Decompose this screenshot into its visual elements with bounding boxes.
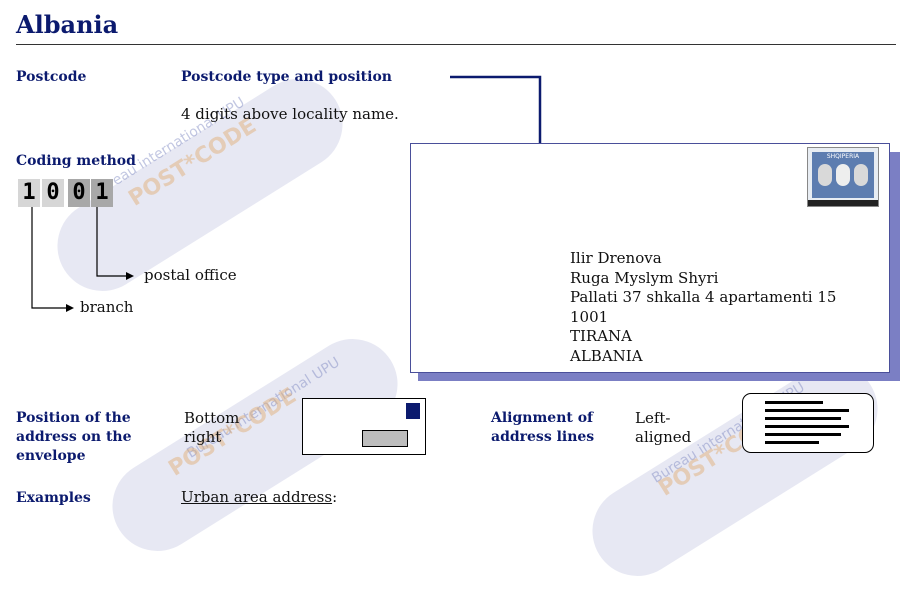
coding-digit: 0 <box>68 179 90 207</box>
left-aligned-lines-icon <box>742 393 874 453</box>
title-divider <box>16 44 896 45</box>
address-line: Ruga Myslym Shyri <box>570 268 719 287</box>
address-line: ALBANIA <box>570 346 643 365</box>
urban-area-label: Urban area address <box>181 488 333 506</box>
coding-digit: 1 <box>18 179 40 207</box>
coding-method-label: Coding method <box>16 153 136 169</box>
envelope-address: Ilir Drenova Ruga Myslym Shyri Pallati 3… <box>570 249 836 366</box>
position-label: Position of the address on the envelope <box>16 410 132 464</box>
mini-envelope-icon <box>302 398 426 455</box>
position-value: Bottom right <box>184 409 240 446</box>
postal-office-label: postal office <box>144 266 237 284</box>
address-line-postcode: 1001 <box>570 307 609 326</box>
branch-label: branch <box>80 298 134 316</box>
coding-digit: 1 <box>91 179 113 207</box>
postcode-label: Postcode <box>16 69 87 85</box>
stamp-text: SHQIPERIA <box>826 153 860 160</box>
postcode-description: 4 digits above locality name. <box>181 105 399 123</box>
examples-label: Examples <box>16 490 91 506</box>
coding-digit: 0 <box>42 179 64 207</box>
alignment-label: Alignment of address lines <box>491 410 595 445</box>
mini-address-block-icon <box>362 430 408 447</box>
page-title: Albania <box>16 10 119 39</box>
stamp-image: SHQIPERIA <box>807 147 879 207</box>
address-line: Pallati 37 shkalla 4 apartamenti 15 <box>570 288 837 306</box>
address-line: Ilir Drenova <box>570 249 662 267</box>
alignment-value: Left- aligned <box>635 409 692 446</box>
address-line: TIRANA <box>570 327 633 345</box>
postcode-type-heading: Postcode type and position <box>181 69 392 85</box>
mini-stamp-icon <box>406 403 420 419</box>
urban-area-heading: Urban area address: <box>181 488 338 506</box>
